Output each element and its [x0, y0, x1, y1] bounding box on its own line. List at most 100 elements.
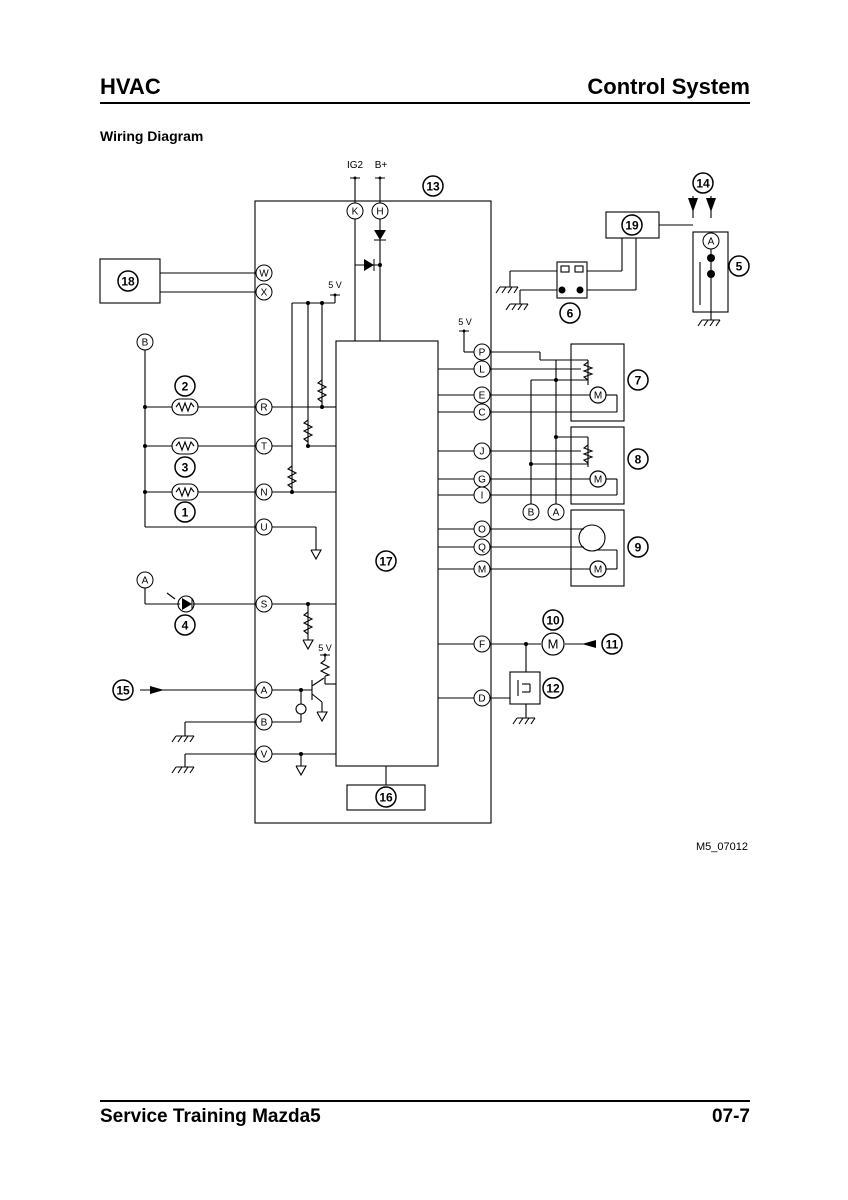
- voltage-label-right: 5 V: [458, 317, 472, 327]
- terminal-f-label: F: [479, 640, 485, 651]
- callout-11-label: 11: [606, 638, 619, 652]
- callout-6-label: 6: [567, 307, 574, 321]
- page-header: HVAC Control System: [100, 72, 750, 104]
- terminal-e-circle: [473, 386, 491, 404]
- power-transistor-12-box: [509, 671, 541, 705]
- callout-9-circle: [627, 536, 649, 558]
- motor-label: M: [548, 637, 559, 652]
- connector-ref-b-label: B: [528, 508, 535, 519]
- page-number: 07-7: [711, 1106, 750, 1127]
- motor-symbol: [589, 560, 607, 578]
- callout-12-circle: [542, 677, 564, 699]
- callout-2-label: 2: [182, 380, 189, 394]
- callout-14-label: 14: [696, 177, 710, 191]
- terminal-h-circle: [371, 202, 389, 220]
- terminal-n-label: N: [260, 488, 267, 499]
- callout-13-label: 13: [426, 180, 440, 194]
- terminal-h-label: H: [376, 207, 383, 218]
- terminal-t-label: T: [261, 442, 267, 453]
- callout-10-circle: [542, 609, 564, 631]
- connector-ref-a-circle: [702, 232, 720, 250]
- callout-15-label: 15: [116, 684, 130, 698]
- callout-4-circle: [174, 614, 196, 636]
- terminal-o-label: O: [478, 525, 486, 536]
- switch-6-box: [556, 261, 588, 299]
- callout-13-circle: [422, 175, 444, 197]
- logic-unit-box: [335, 340, 439, 767]
- callout-8-label: 8: [635, 453, 642, 467]
- terminal-r-circle: [255, 398, 273, 416]
- terminal-a-label: A: [261, 686, 268, 697]
- terminal-f-circle: [473, 635, 491, 653]
- callout-1-circle: [174, 501, 196, 523]
- terminal-s-circle: [255, 595, 273, 613]
- terminal-j-label: J: [480, 447, 485, 458]
- ig2-label: IG2: [347, 160, 364, 171]
- callout-19-label: 19: [625, 219, 639, 233]
- terminal-c-circle: [473, 403, 491, 421]
- callout-18-label: 18: [121, 275, 135, 289]
- connector-ref-b-circle: [136, 333, 154, 351]
- callout-6-circle: [559, 302, 581, 324]
- motor-symbol: [541, 632, 565, 656]
- section-title: HVAC: [100, 74, 161, 99]
- terminal-e-label: E: [479, 391, 486, 402]
- callout-3-circle: [174, 456, 196, 478]
- motor-label: M: [594, 391, 602, 402]
- terminal-n-circle: [255, 483, 273, 501]
- connector-ref-a-label: A: [708, 237, 715, 248]
- callout-8-circle: [627, 448, 649, 470]
- terminal-b-circle: [255, 713, 273, 731]
- terminal-j-circle: [473, 442, 491, 460]
- terminal-u-circle: [255, 518, 273, 536]
- terminal-p-label: P: [479, 348, 486, 359]
- terminal-d-circle: [473, 689, 491, 707]
- unit-18-box: [99, 258, 161, 304]
- callout-15-circle: [112, 679, 134, 701]
- connector-ref-a-label: A: [142, 576, 149, 587]
- connector-ref-a-circle: [136, 571, 154, 589]
- callout-9-label: 9: [635, 541, 642, 555]
- terminal-m-label: M: [478, 565, 486, 576]
- callout-17-label: 17: [379, 555, 393, 569]
- terminal-x-circle: [255, 283, 273, 301]
- terminal-g-label: G: [478, 475, 486, 486]
- terminal-q-circle: [473, 538, 491, 556]
- footer-course: Service Training Mazda5: [100, 1106, 321, 1127]
- connector-ref-b-label: B: [142, 338, 149, 349]
- motor-symbol: [589, 386, 607, 404]
- terminal-w-circle: [255, 264, 273, 282]
- callout-7-label: 7: [635, 374, 642, 388]
- callout-1-label: 1: [182, 506, 189, 520]
- callout-12-label: 12: [546, 682, 560, 696]
- terminal-k-circle: [346, 202, 364, 220]
- terminal-d-label: D: [478, 694, 485, 705]
- voltage-label-lower: 5 V: [318, 643, 332, 653]
- terminal-i-circle: [473, 486, 491, 504]
- callout-17-circle: [375, 550, 397, 572]
- callout-19-circle: [621, 214, 643, 236]
- terminal-r-label: R: [260, 403, 267, 414]
- terminal-k-label: K: [352, 207, 359, 218]
- terminal-c-label: C: [478, 408, 485, 419]
- callout-11-circle: [601, 633, 623, 655]
- terminal-b-label: B: [261, 718, 268, 729]
- control-module-box: [254, 200, 492, 824]
- terminal-o-circle: [473, 520, 491, 538]
- callout-18-circle: [117, 270, 139, 292]
- bplus-label: B+: [375, 160, 388, 171]
- connector-ref-a-label: A: [553, 508, 560, 519]
- callout-16-label: 16: [379, 791, 393, 805]
- terminal-s-label: S: [261, 600, 268, 611]
- terminal-t-circle: [255, 437, 273, 455]
- callout-7-circle: [627, 369, 649, 391]
- terminal-u-label: U: [260, 523, 267, 534]
- actuator-8-box: [570, 426, 625, 505]
- callout-14-circle: [692, 172, 714, 194]
- page-footer: Service Training Mazda5 07-7: [100, 1100, 750, 1132]
- motor-label: M: [594, 475, 602, 486]
